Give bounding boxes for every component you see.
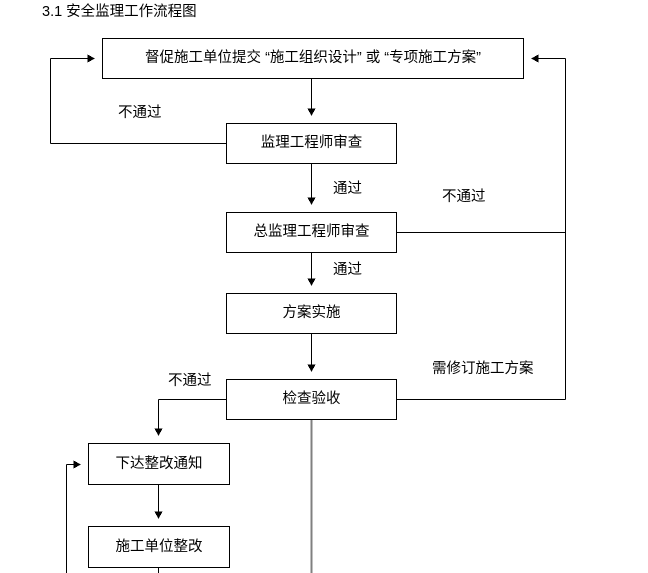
edge-label-inspection-fail: 不通过 [168, 373, 212, 389]
edge-inspection-revise-loop [397, 232, 567, 401]
edge-eng-review-fail-loop [49, 54, 226, 145]
flow-node-contractor-rectification[interactable]: 施工单位整改 [88, 526, 230, 568]
flow-node-plan-execution[interactable]: 方案实施 [226, 293, 397, 334]
flow-node-chief-engineer-review[interactable]: 总监理工程师审查 [226, 212, 397, 253]
edge-inspection-fail-to-notice [154, 398, 226, 436]
edge-label-engineer-review-fail: 不通过 [118, 105, 162, 121]
edge-label-engineer-review-pass: 通过 [333, 181, 362, 197]
edge-label-chief-review-fail: 不通过 [442, 189, 486, 205]
flow-node-rectification-notice[interactable]: 下达整改通知 [88, 443, 230, 485]
flow-node-submit-plan[interactable]: 督促施工单位提交 “施工组织设计” 或 “专项施工方案” [102, 38, 524, 79]
edge-chief-review-fail-loop [397, 54, 567, 234]
edge-left-return-to-notice [65, 460, 81, 573]
flow-node-engineer-review[interactable]: 监理工程师审查 [226, 123, 397, 164]
edge-label-revise-plan: 需修订施工方案 [432, 361, 534, 377]
page-title: 3.1 安全监理工作流程图 [42, 4, 197, 20]
edge-label-chief-review-pass: 通过 [333, 262, 362, 278]
flow-node-inspection-acceptance[interactable]: 检查验收 [226, 379, 397, 420]
